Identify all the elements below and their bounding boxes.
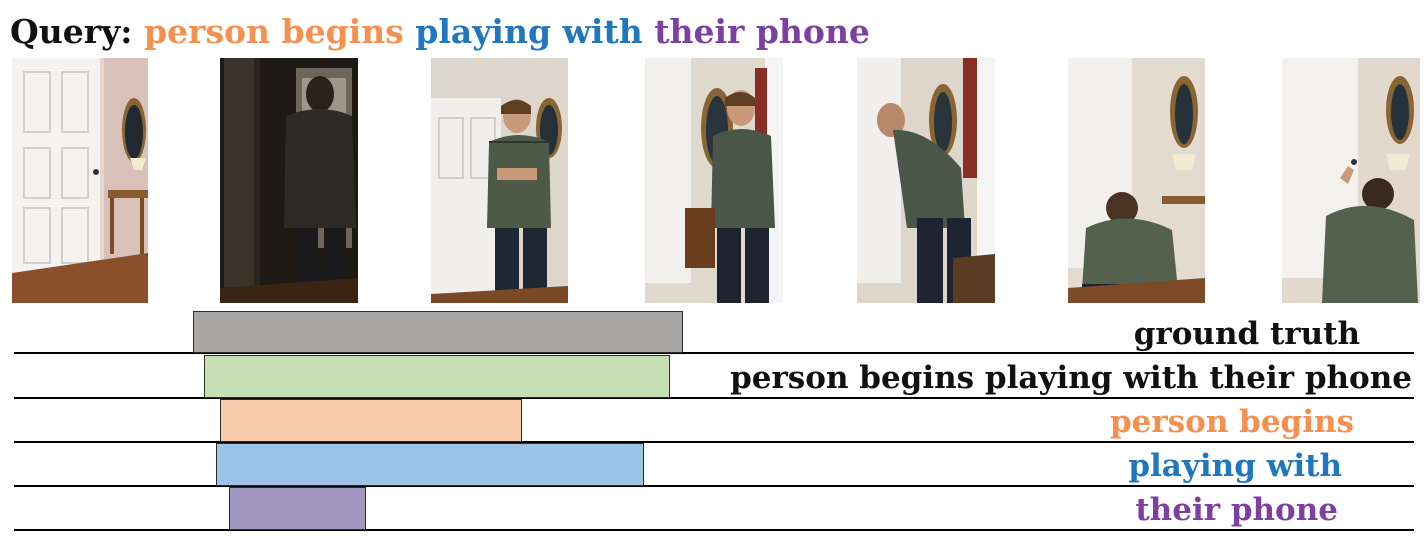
segment-their-phone	[229, 487, 366, 530]
label-ground-truth: ground truth	[1133, 316, 1360, 352]
video-frame-5	[857, 58, 995, 303]
query-prefix: Query:	[10, 12, 133, 51]
video-frame-6	[1068, 58, 1205, 303]
query-part-person-begins: person begins	[143, 12, 404, 51]
track-line-2	[14, 397, 1414, 399]
label-person-begins: person begins	[1109, 404, 1354, 440]
video-frame-7	[1282, 58, 1420, 303]
query-part-their-phone: their phone	[654, 12, 870, 51]
query-part-playing-with: playing with	[415, 12, 643, 51]
track-line-3	[14, 441, 1414, 443]
video-frame-2	[220, 58, 358, 303]
label-full-query: person begins playing with their phone	[730, 360, 1412, 396]
video-frame-4	[645, 58, 783, 303]
track-line-1	[14, 352, 1414, 354]
segment-playing-with	[216, 443, 644, 486]
track-line-5	[14, 529, 1414, 531]
video-frame-3	[431, 58, 568, 303]
query-text: Query: person begins playing with their …	[10, 8, 870, 56]
segment-full-query	[204, 355, 670, 398]
segment-person-begins	[220, 399, 522, 442]
track-line-4	[14, 485, 1414, 487]
label-their-phone: their phone	[1135, 492, 1338, 528]
segment-ground-truth	[193, 311, 683, 353]
video-frame-1	[12, 58, 148, 303]
label-playing-with: playing with	[1128, 448, 1342, 484]
